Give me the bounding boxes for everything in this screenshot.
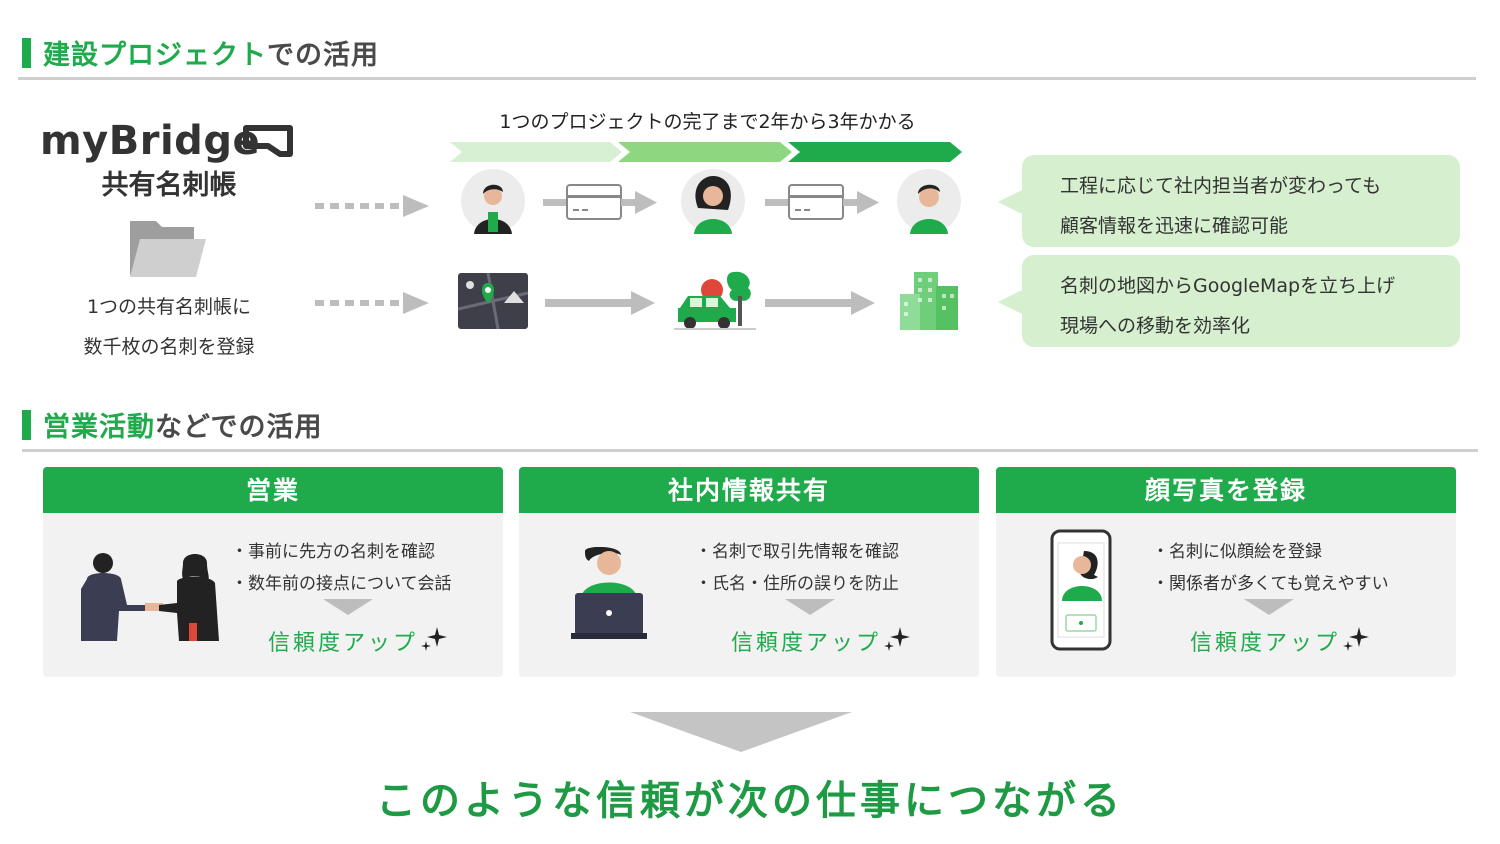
dotted-arrow-bottom bbox=[315, 292, 429, 314]
smartphone-icon bbox=[1050, 529, 1112, 651]
down-arrow-icon bbox=[323, 599, 373, 615]
arrow-right-1 bbox=[545, 291, 655, 315]
section-title-construction: 建設プロジェクトでの活用 bbox=[22, 33, 379, 72]
trust-up-label: 信頼度アップ bbox=[731, 631, 882, 656]
left-caption-line2: 数千枚の名刺を登録 bbox=[83, 336, 255, 358]
folder-icon bbox=[130, 221, 206, 277]
card-title: 社内情報共有 bbox=[519, 467, 979, 513]
trust-up-label: 信頼度アップ bbox=[1190, 631, 1341, 656]
card-title: 顔写真を登録 bbox=[996, 467, 1456, 513]
section-marker bbox=[22, 37, 31, 68]
card-bracket-icon bbox=[243, 125, 293, 157]
timeline-chevron-bar bbox=[450, 142, 962, 162]
car-icon bbox=[674, 271, 756, 330]
person-icon-2 bbox=[681, 169, 745, 234]
handshake-icon bbox=[81, 553, 219, 641]
arrow-right-2 bbox=[765, 291, 875, 315]
callout-pointer bbox=[998, 289, 1024, 315]
card-title: 営業 bbox=[43, 467, 503, 513]
business-card-arrow-1 bbox=[543, 184, 657, 220]
card-face-photo: 顔写真を登録 ・名刺に似顔絵を登録 ・関係者が多くても覚えやすい 信頼度アップ bbox=[996, 467, 1456, 677]
section-divider bbox=[22, 449, 1478, 452]
callout-pointer bbox=[998, 189, 1024, 215]
sparkle-icon bbox=[421, 627, 447, 651]
section-title-sales: 営業活動などでの活用 bbox=[22, 405, 322, 444]
down-arrow-icon bbox=[1244, 599, 1294, 615]
business-card-arrow-2 bbox=[765, 184, 879, 220]
sparkle-icon bbox=[884, 627, 910, 651]
person-icon-1 bbox=[461, 169, 525, 234]
sparkle-icon bbox=[1343, 627, 1369, 651]
dotted-arrow-top bbox=[315, 195, 429, 217]
card-sales: 営業 ・事前に先方の名刺を確認 ・数年前の接点について会話 信頼度アップ bbox=[43, 467, 503, 677]
callout-google-map: 名刺の地図からGoogleMapを立ち上げ 現場への移動を効率化 bbox=[998, 255, 1460, 347]
brand-logo: myBridge bbox=[40, 118, 261, 164]
section-divider bbox=[18, 77, 1476, 80]
laptop-person-icon bbox=[571, 547, 647, 639]
map-icon bbox=[458, 273, 528, 329]
conclusion-message: このような信頼が次の仕事につながる bbox=[376, 778, 1124, 824]
timeline-label: 1つのプロジェクトの完了まで2年から3年かかる bbox=[499, 111, 916, 133]
trust-up-label: 信頼度アップ bbox=[268, 631, 419, 656]
callout-staff-change: 工程に応じて社内担当者が変わっても 顧客情報を迅速に確認可能 bbox=[998, 155, 1460, 247]
person-icon-3 bbox=[897, 169, 961, 234]
left-caption-line1: 1つの共有名刺帳に bbox=[86, 296, 252, 318]
card-internal-sharing: 社内情報共有 ・名刺で取引先情報を確認 ・氏名・住所の誤りを防止 信頼度アップ bbox=[519, 467, 979, 677]
down-arrow-icon bbox=[785, 599, 835, 615]
shared-card-book-label: 共有名刺帳 bbox=[101, 170, 237, 201]
building-icon bbox=[900, 272, 958, 330]
large-down-arrow-icon bbox=[630, 712, 852, 752]
section-marker bbox=[22, 409, 31, 440]
